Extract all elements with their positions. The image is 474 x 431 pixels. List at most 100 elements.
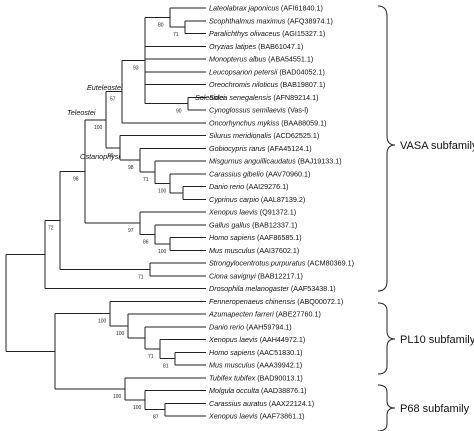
taxon-species: Gobiocypris rarus <box>209 144 266 153</box>
bootstrap-value: 90 <box>176 109 182 115</box>
taxon-label: Cyprinus carpio (AAL87139.2) <box>209 195 305 204</box>
bootstrap-value: 71 <box>143 177 149 183</box>
taxon-species: Leucopsarion petersii <box>209 67 278 76</box>
taxon-label: Gallus gallus (BAB12337.1) <box>209 220 297 229</box>
taxon-accession: (BAB12337.1) <box>250 220 297 229</box>
taxon-accession: (Vas-l) <box>286 106 309 115</box>
taxon-label: Oreochromis niloticus (BAB19807.1) <box>209 80 325 89</box>
taxon-label: Misgurnus anguillicaudatus (BAJ19133.1) <box>209 157 342 166</box>
p68-subfamily-label: P68 subfamily <box>400 403 470 415</box>
bootstrap-value: 100 <box>133 405 142 411</box>
taxon-label: Azumapecten farreri (ABE27760.1) <box>208 310 321 319</box>
taxon-accession: (AAC51830.1) <box>255 348 303 357</box>
taxon-species: Lateolabrax japonicus <box>209 4 279 13</box>
taxon-accession: (AFQ38974.1) <box>285 16 333 25</box>
taxon-accession: (ACM80369.1) <box>305 259 354 268</box>
bootstrap-value: 72 <box>48 225 54 231</box>
taxon-label: Mus musculus (AAA39942.1) <box>209 361 302 370</box>
taxon-accession: (AAD38876.1) <box>259 386 307 395</box>
taxon-label: Carassius auratus (AAX22124.1) <box>209 399 314 408</box>
taxon-label: Paralichthys olivaceus (AGI15327.1) <box>209 29 325 38</box>
taxon-species: Molgula occulta <box>209 386 259 395</box>
taxon-accession: (ACD62525.1) <box>271 131 319 140</box>
clade-label-teleostei: Teleostei <box>67 108 96 117</box>
taxon-species: Scophthalmus maximus <box>209 16 286 25</box>
taxon-accession: (Q91372.1) <box>258 208 296 217</box>
taxon-accession: (AAH44972.1) <box>258 335 306 344</box>
taxon-species: Oreochromis niloticus <box>209 80 279 89</box>
taxon-species: Danio rerio <box>209 182 244 191</box>
taxon-label: Ciona savignyi (BAB12217.1) <box>209 271 303 280</box>
taxon-label: Oncorhynchus mykiss (BAA88059.1) <box>209 118 326 127</box>
taxon-label: Silurus meridionalis (ACD62525.1) <box>209 131 319 140</box>
bootstrap-values: 8071935790100999871100978610071729810010… <box>48 23 182 421</box>
taxon-accession: (BAB12217.1) <box>256 271 303 280</box>
bootstrap-value: 99 <box>108 153 114 159</box>
taxon-accession: (BAJ19133.1) <box>296 157 342 166</box>
taxon-species: Fenneropenaeus chinensis <box>209 297 296 306</box>
taxon-species: Gallus gallus <box>209 220 251 229</box>
taxon-species: Mus musculus <box>209 246 255 255</box>
taxon-label: Mus musculus (AAI37602.1) <box>209 246 299 255</box>
bootstrap-value: 97 <box>128 228 134 234</box>
taxon-species: Solea senegalensis <box>209 93 272 102</box>
taxon-species: Strongylocentrotus purpuratus <box>209 259 306 268</box>
taxon-label: Lateolabrax japonicus (AFI61840.1) <box>209 4 323 13</box>
taxon-label: Cynoglossus semilaevis (Vas-l) <box>209 106 308 115</box>
taxon-species: Mus musculus <box>209 361 255 370</box>
taxon-accession: (AFA45124.1) <box>265 144 311 153</box>
bootstrap-value: 98 <box>73 176 79 182</box>
taxon-species: Ciona savignyi <box>209 271 256 280</box>
taxon-species: Xenopus laevis <box>208 412 258 421</box>
bootstrap-value: 71 <box>148 354 154 360</box>
taxon-species: Cyprinus carpio <box>209 195 259 204</box>
taxon-accession: (AAV70960.1) <box>264 169 311 178</box>
taxon-species: Silurus meridionalis <box>209 131 272 140</box>
taxon-accession: (AAI37602.1) <box>255 246 299 255</box>
clade-label-euteleostei: Euteleostei <box>87 83 123 92</box>
bootstrap-value: 93 <box>133 66 139 72</box>
clade-label-ostariophysi: Ostariophysi <box>80 152 120 161</box>
taxon-accession: (BAB61047.1) <box>256 42 303 51</box>
taxon-label: Strongylocentrotus purpuratus (ACM80369.… <box>209 259 354 268</box>
taxon-species: Oryzias latipes <box>209 42 257 51</box>
taxon-species: Carassius auratus <box>209 399 267 408</box>
taxon-label: Xenopus laevis (AAH44972.1) <box>208 335 305 344</box>
bootstrap-value: 100 <box>116 331 125 337</box>
taxon-label: Xenopus laevis (Q91372.1) <box>208 208 296 217</box>
taxon-label: Solea senegalensis (AFN89214.1) <box>209 93 318 102</box>
taxon-label: Molgula occulta (AAD38876.1) <box>209 386 307 395</box>
taxon-species: Homo sapiens <box>209 348 255 357</box>
taxon-label: Tubifex tubifex (BAD90013.1) <box>209 373 303 382</box>
bootstrap-value: 81 <box>163 364 169 370</box>
vasa-subfamily-brace <box>377 5 396 292</box>
taxon-species: Monopterus albus <box>209 55 267 64</box>
bootstrap-value: 100 <box>113 394 122 400</box>
taxon-accession: (AGI15327.1) <box>280 29 325 38</box>
pl10-subfamily-label: PL10 subfamily <box>400 334 474 346</box>
clade-label-soleoidei: Soleoidei <box>195 93 225 102</box>
p68-subfamily-brace <box>377 384 396 431</box>
pl10-subfamily-brace <box>377 302 396 375</box>
taxon-accession: (AAF73861.1) <box>258 412 305 421</box>
taxon-species: Danio rerio <box>209 322 244 331</box>
taxon-accession: (AFI61840.1) <box>279 4 323 13</box>
taxon-accession: (ABA54551.1) <box>266 55 313 64</box>
taxon-species: Xenopus laevis <box>208 335 258 344</box>
taxon-species: Oncorhynchus mykiss <box>209 118 280 127</box>
taxon-accession: (AAI29276.1) <box>244 182 288 191</box>
taxon-accession: (AAL87139.2) <box>259 195 305 204</box>
taxon-label: Monopterus albus (ABA54551.1) <box>209 55 313 64</box>
taxon-species: Paralichthys olivaceus <box>209 29 281 38</box>
bootstrap-value: 100 <box>158 188 167 194</box>
bootstrap-value: 71 <box>138 274 144 280</box>
taxon-label: Oryzias latipes (BAB61047.1) <box>209 42 303 51</box>
taxon-labels: Lateolabrax japonicus (AFI61840.1) Scopht… <box>208 4 354 421</box>
taxon-species: Xenopus laevis <box>208 208 258 217</box>
taxon-label: Drosophila melanogaster (AAF53438.1) <box>209 284 336 293</box>
taxon-label: Homo sapiens (AAC51830.1) <box>209 348 303 357</box>
tree-branches <box>5 7 206 417</box>
bootstrap-value: 100 <box>94 125 103 131</box>
taxon-label: Gobiocypris rarus (AFA45124.1) <box>209 144 312 153</box>
